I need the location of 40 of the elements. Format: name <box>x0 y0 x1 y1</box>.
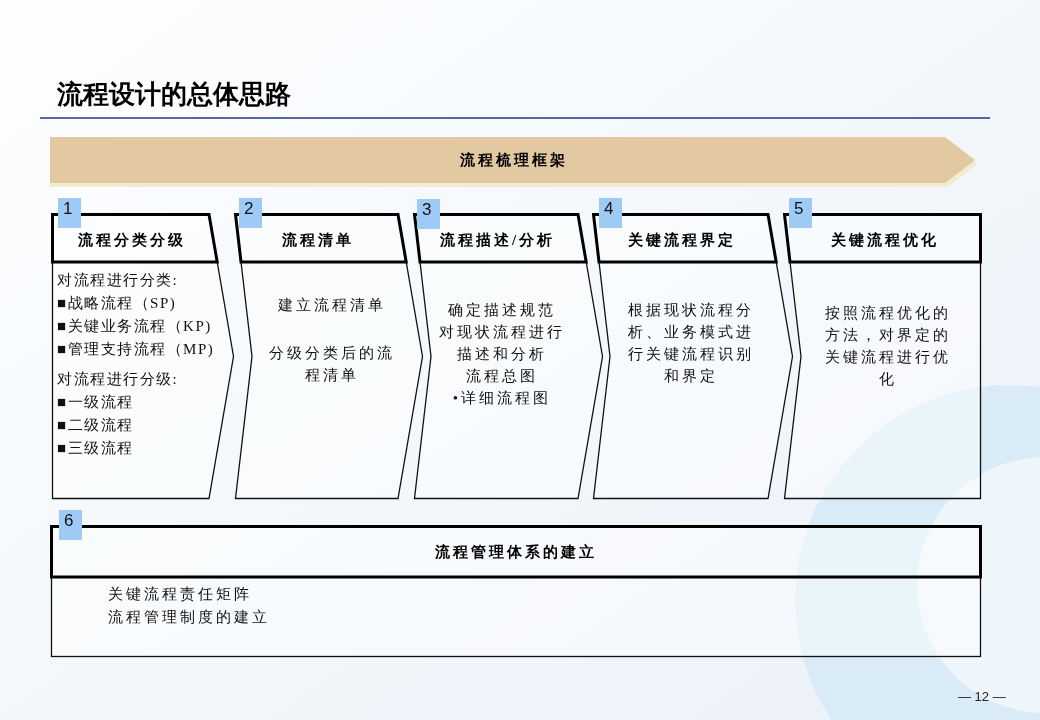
step-description: 分级分类后的流程清单 <box>268 344 396 385</box>
step-description: ■一级流程 <box>57 393 134 412</box>
step-description: ■二级流程 <box>57 416 134 435</box>
banner-arrow <box>50 137 978 187</box>
step-description: ■三级流程 <box>57 439 134 458</box>
step-description: 建立流程清单 <box>278 296 386 315</box>
step-description: 流程总图 <box>466 367 538 386</box>
step-description: 确定描述规范 <box>448 301 556 320</box>
step-description: ■关键业务流程（KP) <box>57 317 212 336</box>
step-heading: 关键流程优化 <box>830 230 939 250</box>
step-description: 根据现状流程分析、业务模式进行关键流程识别和界定 <box>627 301 755 386</box>
step-description: 按照流程优化的方法，对界定的关键流程进行优化 <box>824 304 952 389</box>
banner-heading: 流程梳理框架 <box>460 151 568 170</box>
panel-item: 关键流程责任矩阵 <box>108 585 252 604</box>
page-number: — 12 — <box>958 689 1006 705</box>
panel-item: 流程管理制度的建立 <box>108 608 270 627</box>
step-number-tab: 3 <box>417 199 440 229</box>
step-number-tab: 1 <box>58 198 81 228</box>
summary-panel <box>50 525 982 658</box>
process-step-card <box>234 213 424 500</box>
step-description: ■战略流程（SP) <box>57 294 177 313</box>
process-step-card <box>413 213 604 500</box>
step-heading: 流程清单 <box>282 230 354 250</box>
panel-heading: 流程管理体系的建立 <box>435 543 597 562</box>
step-number-tab: 2 <box>239 198 262 228</box>
step-number-tab: 6 <box>59 510 82 540</box>
step-description: •详细流程图 <box>452 389 552 408</box>
step-description: ■管理支持流程（MP) <box>57 340 215 359</box>
step-heading: 流程描述/分析 <box>439 230 556 250</box>
process-step-card <box>592 213 794 500</box>
step-description: 对流程进行分级: <box>57 370 179 389</box>
process-step-card <box>783 213 982 500</box>
process-step-card <box>51 213 235 500</box>
step-description: 对流程进行分类: <box>57 271 179 290</box>
step-number-tab: 4 <box>599 198 622 228</box>
step-heading: 关键流程界定 <box>628 230 736 250</box>
step-description: 对现状流程进行描述和分析 <box>438 323 566 364</box>
step-heading: 流程分类分级 <box>78 230 186 250</box>
step-number-tab: 5 <box>789 198 812 228</box>
slide-title: 流程设计的总体思路 <box>57 79 291 109</box>
